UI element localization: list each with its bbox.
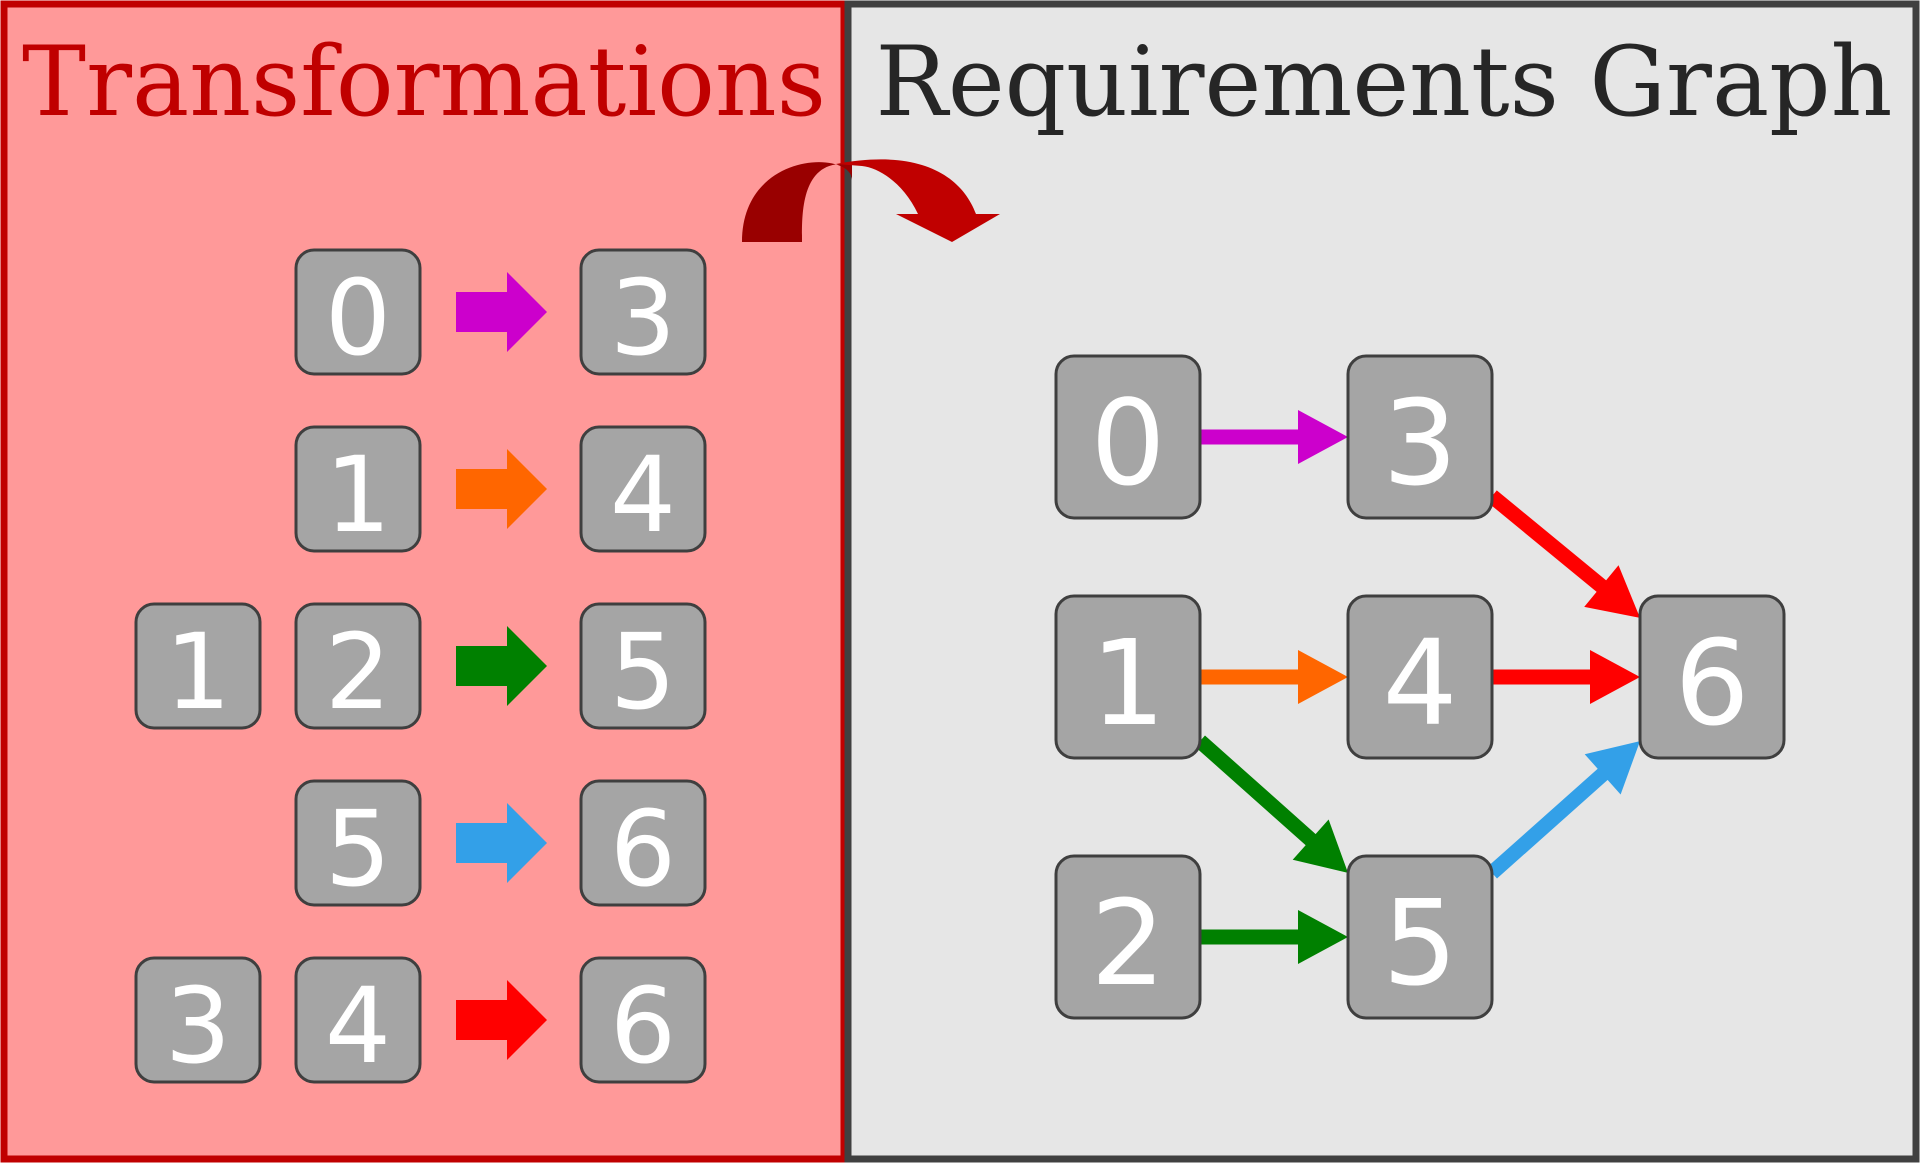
rule-input-node-label: 5 — [325, 788, 391, 910]
rule-input-node-box — [294, 248, 422, 376]
graph-edge — [1200, 910, 1348, 964]
rule-input-node: 4 — [294, 956, 422, 1087]
rule-output-node: 5 — [579, 602, 707, 733]
rule-input-node-box — [294, 425, 422, 553]
graph-edge — [1487, 490, 1640, 618]
graph-node-box — [1346, 594, 1494, 760]
edge-arrowhead — [1298, 410, 1348, 464]
curved-transition-arrow — [742, 159, 1000, 242]
edge-arrowhead — [1590, 650, 1640, 704]
rule-output-node-label: 3 — [610, 257, 676, 379]
graph-node-label: 0 — [1090, 374, 1165, 512]
graph-node-box — [1638, 594, 1786, 760]
rule-output-node-box — [579, 248, 707, 376]
rule-input-node-box — [134, 956, 262, 1084]
rule-output-node-box — [579, 602, 707, 730]
graph-node-box — [1054, 594, 1202, 760]
graph-node: 6 — [1638, 594, 1786, 760]
rule-input-node: 2 — [294, 602, 422, 733]
edge-arrowhead — [1292, 819, 1348, 873]
graph-edge — [1195, 735, 1348, 873]
transformations-title: Transformations — [22, 26, 826, 138]
rule-input-node: 5 — [294, 779, 422, 910]
graph-node-label: 6 — [1674, 614, 1749, 752]
rule-output-node-label: 4 — [610, 434, 676, 556]
graph-edge — [1200, 650, 1348, 704]
curved-arrow-tail — [742, 162, 852, 242]
rule-output-node-label: 5 — [610, 611, 676, 733]
rule-input-node: 1 — [294, 425, 422, 556]
graph-edge — [1200, 410, 1348, 464]
rule-output-node-label: 6 — [610, 788, 676, 910]
rule-output-node: 3 — [579, 248, 707, 379]
graph-node: 5 — [1346, 854, 1494, 1020]
rule-input-node-box — [294, 779, 422, 907]
graph-node: 0 — [1054, 354, 1202, 520]
edge-arrowhead — [1584, 565, 1640, 618]
graph-node-box — [1346, 854, 1494, 1020]
rule-input-node: 3 — [134, 956, 262, 1087]
rule-output-node-box — [579, 779, 707, 907]
graph-node-label: 1 — [1090, 614, 1165, 752]
graph-node-box — [1346, 354, 1494, 520]
rule-input-node-label: 1 — [325, 434, 391, 556]
rule-input-node-label: 1 — [165, 611, 231, 733]
rule-output-node: 6 — [579, 779, 707, 910]
rule-output-node-box — [579, 956, 707, 1084]
rule-input-node: 1 — [134, 602, 262, 733]
graph-nodes: 0 1 2 3 4 5 6 — [1054, 354, 1786, 1020]
edge-arrowhead — [1298, 650, 1348, 704]
graph-node-label: 4 — [1382, 614, 1457, 752]
rule-input-node-box — [294, 602, 422, 730]
curved-arrow-head — [836, 159, 1000, 242]
graph-node-box — [1054, 854, 1202, 1020]
requirements-graph-title: Requirements Graph — [876, 26, 1893, 138]
edge-arrowhead — [1298, 910, 1348, 964]
rule-output-node: 4 — [579, 425, 707, 556]
rule-arrow — [456, 449, 547, 529]
edge-line — [1487, 490, 1610, 595]
graph-node: 2 — [1054, 854, 1202, 1020]
graph-edge — [1492, 650, 1640, 704]
graph-node: 3 — [1346, 354, 1494, 520]
graph-edges — [1195, 410, 1640, 964]
rule-input-node-box — [134, 602, 262, 730]
transformations-panel — [0, 0, 848, 1163]
graph-node-box — [1054, 354, 1202, 520]
rule-input-node-label: 3 — [165, 965, 231, 1087]
graph-node-label: 2 — [1090, 874, 1165, 1012]
rule-output-node-label: 6 — [610, 965, 676, 1087]
rule-input-node-box — [294, 956, 422, 1084]
rule-input-node: 0 — [294, 248, 422, 379]
rule-output-node-box — [579, 425, 707, 553]
rule-input-node-label: 0 — [325, 257, 391, 379]
rule-arrow — [456, 272, 547, 352]
graph-node: 1 — [1054, 594, 1202, 760]
graph-node-label: 5 — [1382, 874, 1457, 1012]
graph-node-label: 3 — [1382, 374, 1457, 512]
edge-arrowhead — [1584, 741, 1640, 795]
edge-line — [1487, 766, 1611, 879]
rule-arrow — [456, 980, 547, 1060]
rule-input-node-label: 4 — [325, 965, 391, 1087]
graph-node: 4 — [1346, 594, 1494, 760]
graph-edge — [1487, 741, 1640, 879]
rule-arrow — [456, 803, 547, 883]
rule-output-node: 6 — [579, 956, 707, 1087]
rule-arrow — [456, 626, 547, 706]
rule-input-node-label: 2 — [325, 611, 391, 733]
edge-line — [1195, 735, 1319, 848]
